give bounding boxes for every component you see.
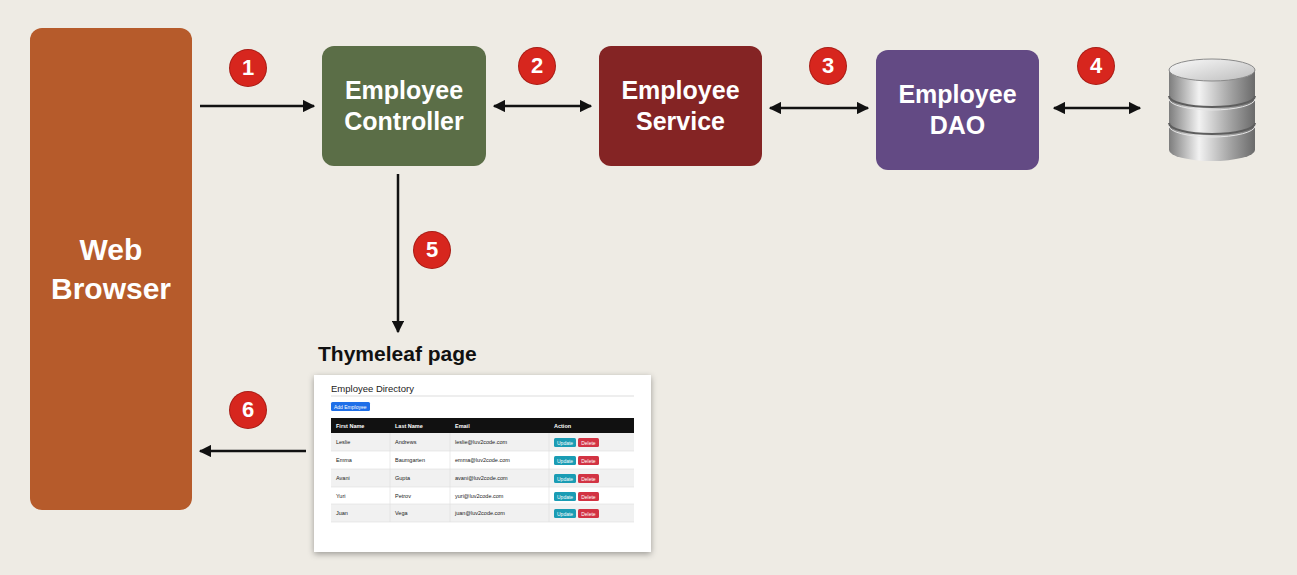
table-cell: leslie@luv2code.com <box>455 438 507 446</box>
node-title: Delete <box>581 476 595 482</box>
node-title: Delete <box>581 458 595 464</box>
node-title: Delete <box>581 440 595 446</box>
table-cell: Emma <box>336 456 352 464</box>
ui-button: Update <box>554 492 576 501</box>
callout-number: 1 <box>230 50 266 86</box>
ui-button: Update <box>554 456 576 465</box>
flow-arrow <box>770 107 868 110</box>
table-header: Email <box>455 422 470 430</box>
table-cell: Avani <box>336 474 350 482</box>
node-title: Employee DAO <box>884 79 1031 142</box>
table-cell: Gupta <box>395 474 410 482</box>
callout-number: 4 <box>1078 48 1114 84</box>
ui-button: Update <box>554 509 576 518</box>
table-cell: Vega <box>395 509 408 517</box>
process-box: Employee Service <box>599 46 762 166</box>
page-screenshot-art <box>314 375 651 552</box>
process-box: Employee DAO <box>876 50 1039 170</box>
ui-button: Delete <box>578 509 598 518</box>
process-box: Employee Controller <box>322 46 486 166</box>
table-cell: yuri@luv2code.com <box>455 492 503 500</box>
node-title: Employee Controller <box>330 75 478 138</box>
table-cell: Petrov <box>395 492 411 500</box>
page-screenshot: Thymeleaf pageEmployee DirectoryAdd Empl… <box>314 340 651 552</box>
browser-box: Web Browser <box>30 28 192 510</box>
callout-number: 6 <box>230 392 266 428</box>
node-title: Update <box>557 476 573 482</box>
database-icon <box>1169 59 1255 161</box>
table-cell: Yuri <box>336 492 345 500</box>
ui-button: Update <box>554 474 576 483</box>
node-subtitle: Employee Directory <box>331 383 414 394</box>
node-title: Employee Service <box>607 75 754 138</box>
node-title: Add Employee <box>334 404 367 410</box>
ui-button: Delete <box>578 474 598 483</box>
table-cell: Andrews <box>395 438 416 446</box>
node-title: Update <box>557 440 573 446</box>
ui-button: Delete <box>578 438 598 447</box>
table-header: Action <box>554 422 571 430</box>
node-title: Update <box>557 494 573 500</box>
ui-button: Delete <box>578 492 598 501</box>
ui-button: Update <box>554 438 576 447</box>
db-arrow <box>1054 107 1140 110</box>
node-title: Thymeleaf page <box>318 342 477 366</box>
flow-arrow <box>397 174 400 332</box>
node-title: Update <box>557 511 573 517</box>
node-title: Web Browser <box>38 230 184 308</box>
table-cell: juan@luv2code.com <box>455 509 505 517</box>
table-cell: Juan <box>336 509 348 517</box>
callout-number: 5 <box>414 232 450 268</box>
table-cell: Baumgarten <box>395 456 425 464</box>
node-title: Delete <box>581 511 595 517</box>
node-title: Update <box>557 458 573 464</box>
flow-arrow <box>494 105 591 108</box>
table-header: First Name <box>336 422 364 430</box>
ui-button: Add Employee <box>331 402 370 411</box>
table-header: Last Name <box>395 422 423 430</box>
table-cell: Leslie <box>336 438 350 446</box>
callout-number: 3 <box>810 48 846 84</box>
table-cell: avani@luv2code.com <box>455 474 508 482</box>
flow-arrow <box>200 105 314 108</box>
ui-button: Delete <box>578 456 598 465</box>
callout-number: 2 <box>519 48 555 84</box>
node-title: Delete <box>581 494 595 500</box>
flow-arrow <box>200 450 306 453</box>
table-cell: emma@luv2code.com <box>455 456 510 464</box>
